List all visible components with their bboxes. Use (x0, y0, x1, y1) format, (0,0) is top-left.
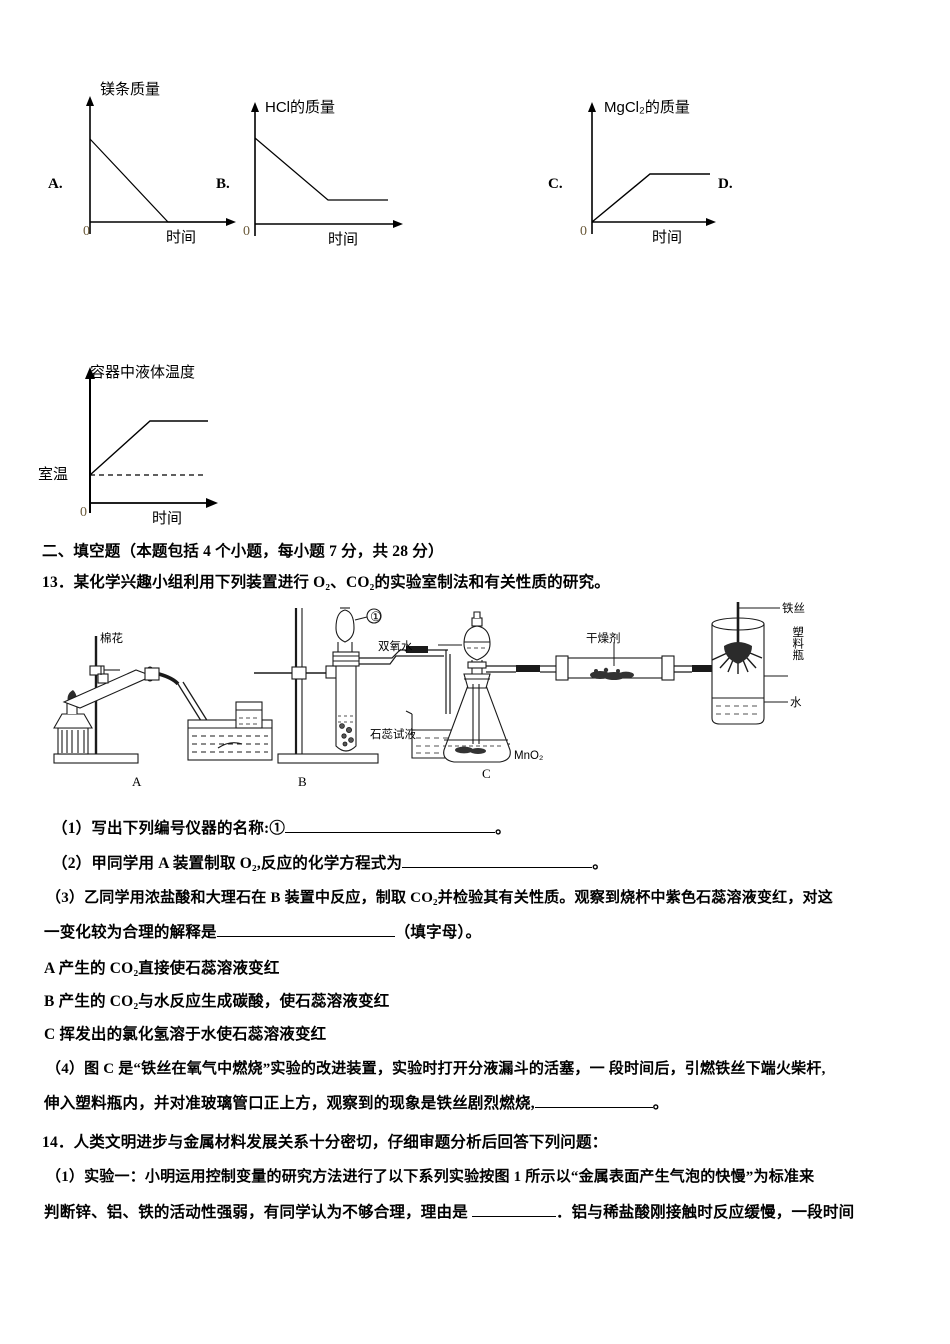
chart-a-origin: 0 (83, 224, 90, 239)
q14-part-1-answer-blank[interactable] (471, 1216, 556, 1217)
q13-part-4-line1: （4）图 C 是“铁丝在氧气中燃烧”实验的改进装置，实验时打开分液漏斗的活塞，一… (46, 1061, 826, 1077)
question-13-stem: 13．某化学兴趣小组利用下列装置进行 O₂、CO₂的实验室制法和有关性质的研究。 (42, 574, 610, 591)
chart-b-origin: 0 (243, 224, 250, 239)
option-letter-a: A. (48, 176, 63, 192)
q14-part-1-line2: 判断锌、铝、铁的活动性强弱，有同学认为不够合理，理由是 ．铝与稀盐酸刚接触时反应… (44, 1201, 854, 1224)
chart-a-svg (86, 96, 236, 234)
q13-part-3-line1: （3）乙同学用浓盐酸和大理石在 B 装置中反应，制取 CO₂并检验其有关性质。观… (46, 890, 833, 906)
chart-b-svg (251, 102, 403, 236)
q13-part-2-text: 甲同学用 A 装置制取 O₂,反应的化学方程式为 (91, 855, 403, 872)
q13-part-1-answer-blank[interactable] (285, 832, 496, 833)
q13-part-4-answer-blank[interactable] (534, 1107, 653, 1108)
water-label: 水 (790, 697, 802, 709)
option-letter-b: B. (216, 176, 230, 192)
q13-option-b[interactable]: B 产生的 CO₂与水反应生成碳酸，使石蕊溶液变红 (44, 993, 390, 1010)
chart-a-ylabel: 镁条质量 (100, 81, 161, 98)
q13-part-4-period: 。 (652, 1095, 669, 1112)
circle-one-label: ① (370, 609, 382, 624)
q13-part-2-label: （2） (52, 855, 92, 872)
option-letter-c: C. (548, 176, 563, 192)
chart-c-ylabel: MgCl₂的质量 (604, 99, 690, 116)
temperature-chart-origin: 0 (80, 505, 87, 520)
temperature-chart-ylabel: 容器中液体温度 (90, 364, 196, 381)
chart-c-svg (588, 102, 716, 234)
device-a-label: A (132, 774, 142, 789)
q13-part-1-period: 。 (495, 820, 511, 837)
q13-option-a[interactable]: A 产生的 CO₂直接使石蕊溶液变红 (44, 960, 280, 977)
litmus-solution-label: 石蕊试液 (370, 729, 416, 741)
q13-part-2-period: 。 (592, 855, 608, 872)
choice-chart-row: A. 镁条质量 0 时间 B. HCl的质量 0 (0, 81, 950, 274)
room-temperature-label: 室温 (38, 466, 69, 483)
plastic-bottle-label: 塑料瓶 (791, 626, 804, 661)
q14-part-1-text: 判断锌、铝、铁的活动性强弱，有同学认为不够合理，理由是 (44, 1204, 468, 1221)
option-letter-d: D. (718, 176, 733, 192)
q13-part-1: （1）写出下列编号仪器的名称:① 。 (52, 817, 511, 840)
q13-part-3-suffix: （填字母）。 (394, 924, 482, 941)
chart-c-origin: 0 (580, 224, 587, 239)
q13-part-1-text: 写出下列编号仪器的名称:① (91, 820, 286, 837)
iron-wire-label: 铁丝 (782, 603, 805, 615)
q13-part-4-text: 伸入塑料瓶内，并对准玻璃管口正上方，观察到的现象是铁丝剧烈燃烧, (44, 1095, 535, 1112)
chart-b: HCl的质量 0 时间 (243, 96, 423, 248)
chart-c: MgCl₂的质量 0 时间 (580, 98, 770, 248)
cotton-label: 棉花 (100, 633, 123, 645)
desiccant-label: 干燥剂 (586, 633, 621, 645)
device-c-label: C (482, 766, 491, 781)
chart-a-xlabel: 时间 (166, 229, 197, 246)
q13-part-3-answer-blank[interactable] (216, 936, 395, 937)
q14-part-1-suffix: ．铝与稀盐酸刚接触时反应缓慢，一段时间 (555, 1204, 855, 1221)
hydrogen-peroxide-label: 双氧水 (378, 641, 413, 653)
q13-option-c[interactable]: C 挥发出的氯化氢溶于水使石蕊溶液变红 (44, 1026, 327, 1043)
q13-part-1-label: （1） (52, 820, 92, 837)
chart-a: 镁条质量 0 时间 (78, 81, 258, 246)
chart-c-xlabel: 时间 (652, 229, 683, 246)
chart-b-ylabel: HCl的质量 (265, 99, 335, 116)
device-b-label: B (298, 774, 307, 789)
temperature-chart: 容器中液体温度 室温 0 时间 (0, 355, 420, 535)
q13-part-4-line2: 伸入塑料瓶内，并对准玻璃管口正上方，观察到的现象是铁丝剧烈燃烧, 。 (44, 1092, 668, 1115)
q13-part-3-text: 一变化较为合理的解释是 (44, 924, 217, 941)
q13-part-2: （2）甲同学用 A 装置制取 O₂,反应的化学方程式为 。 (52, 852, 608, 875)
question-14-stem: 14．人类文明进步与金属材料发展关系十分密切，仔细审题分析后回答下列问题： (42, 1134, 608, 1151)
q13-part-2-answer-blank[interactable] (402, 867, 593, 868)
temperature-chart-xlabel: 时间 (152, 510, 183, 527)
section-heading: 二、填空题（本题包括 4 个小题，每小题 7 分，共 28 分） (42, 543, 444, 560)
mno2-label: MnO₂ (514, 750, 544, 762)
chart-b-xlabel: 时间 (328, 231, 359, 248)
apparatus-svg (53, 602, 788, 764)
q13-part-3-line2: 一变化较为合理的解释是 （填字母）。 (44, 921, 481, 944)
temperature-chart-svg (85, 367, 218, 513)
q14-part-1-line1: （1）实验一：小明运用控制变量的研究方法进行了以下系列实验按图 1 所示以“金属… (46, 1169, 815, 1185)
apparatus-figure: 棉花 A B C ① 石蕊试液 双氧水 MnO₂ 干燥剂 铁丝 塑料瓶 水 (40, 598, 920, 798)
